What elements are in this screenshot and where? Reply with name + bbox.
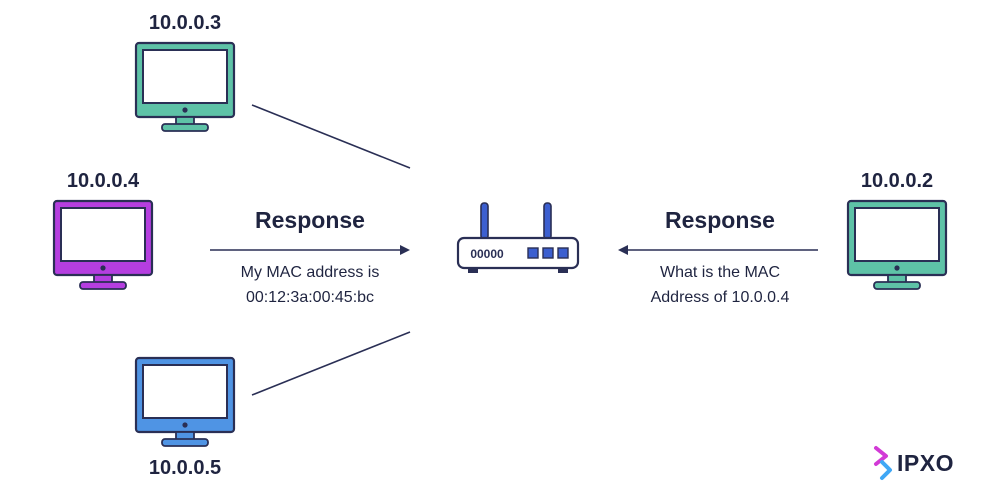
monitor-icon-right	[846, 199, 948, 290]
right-message-line-2: Address of 10.0.0.4	[650, 289, 790, 306]
right-message-line-1: What is the MAC	[659, 264, 781, 281]
host-ip-bottom: 10.0.0.5	[148, 457, 222, 479]
ipxo-brand-name: IPXO	[897, 450, 954, 476]
host-ip-right: 10.0.0.2	[860, 170, 934, 192]
ipxo-logo-icon	[874, 446, 892, 480]
left-message-line-2: 00:12:3a:00:45:bc	[245, 289, 375, 306]
monitor-icon-bottom	[134, 356, 236, 447]
right-response-heading: Response	[665, 207, 775, 233]
host-ip-left: 10.0.0.4	[66, 170, 140, 192]
monitor-icon-top	[134, 41, 236, 132]
link-bottom-to-router	[251, 331, 411, 396]
monitor-icon-left	[52, 199, 154, 290]
router-icon: 00000	[456, 202, 580, 273]
host-ip-top: 10.0.0.3	[148, 12, 222, 34]
left-message-line-1: My MAC address is	[240, 264, 380, 281]
left-response-heading: Response	[255, 207, 365, 233]
link-top-to-router	[251, 104, 411, 169]
router-label: 00000	[470, 247, 504, 261]
